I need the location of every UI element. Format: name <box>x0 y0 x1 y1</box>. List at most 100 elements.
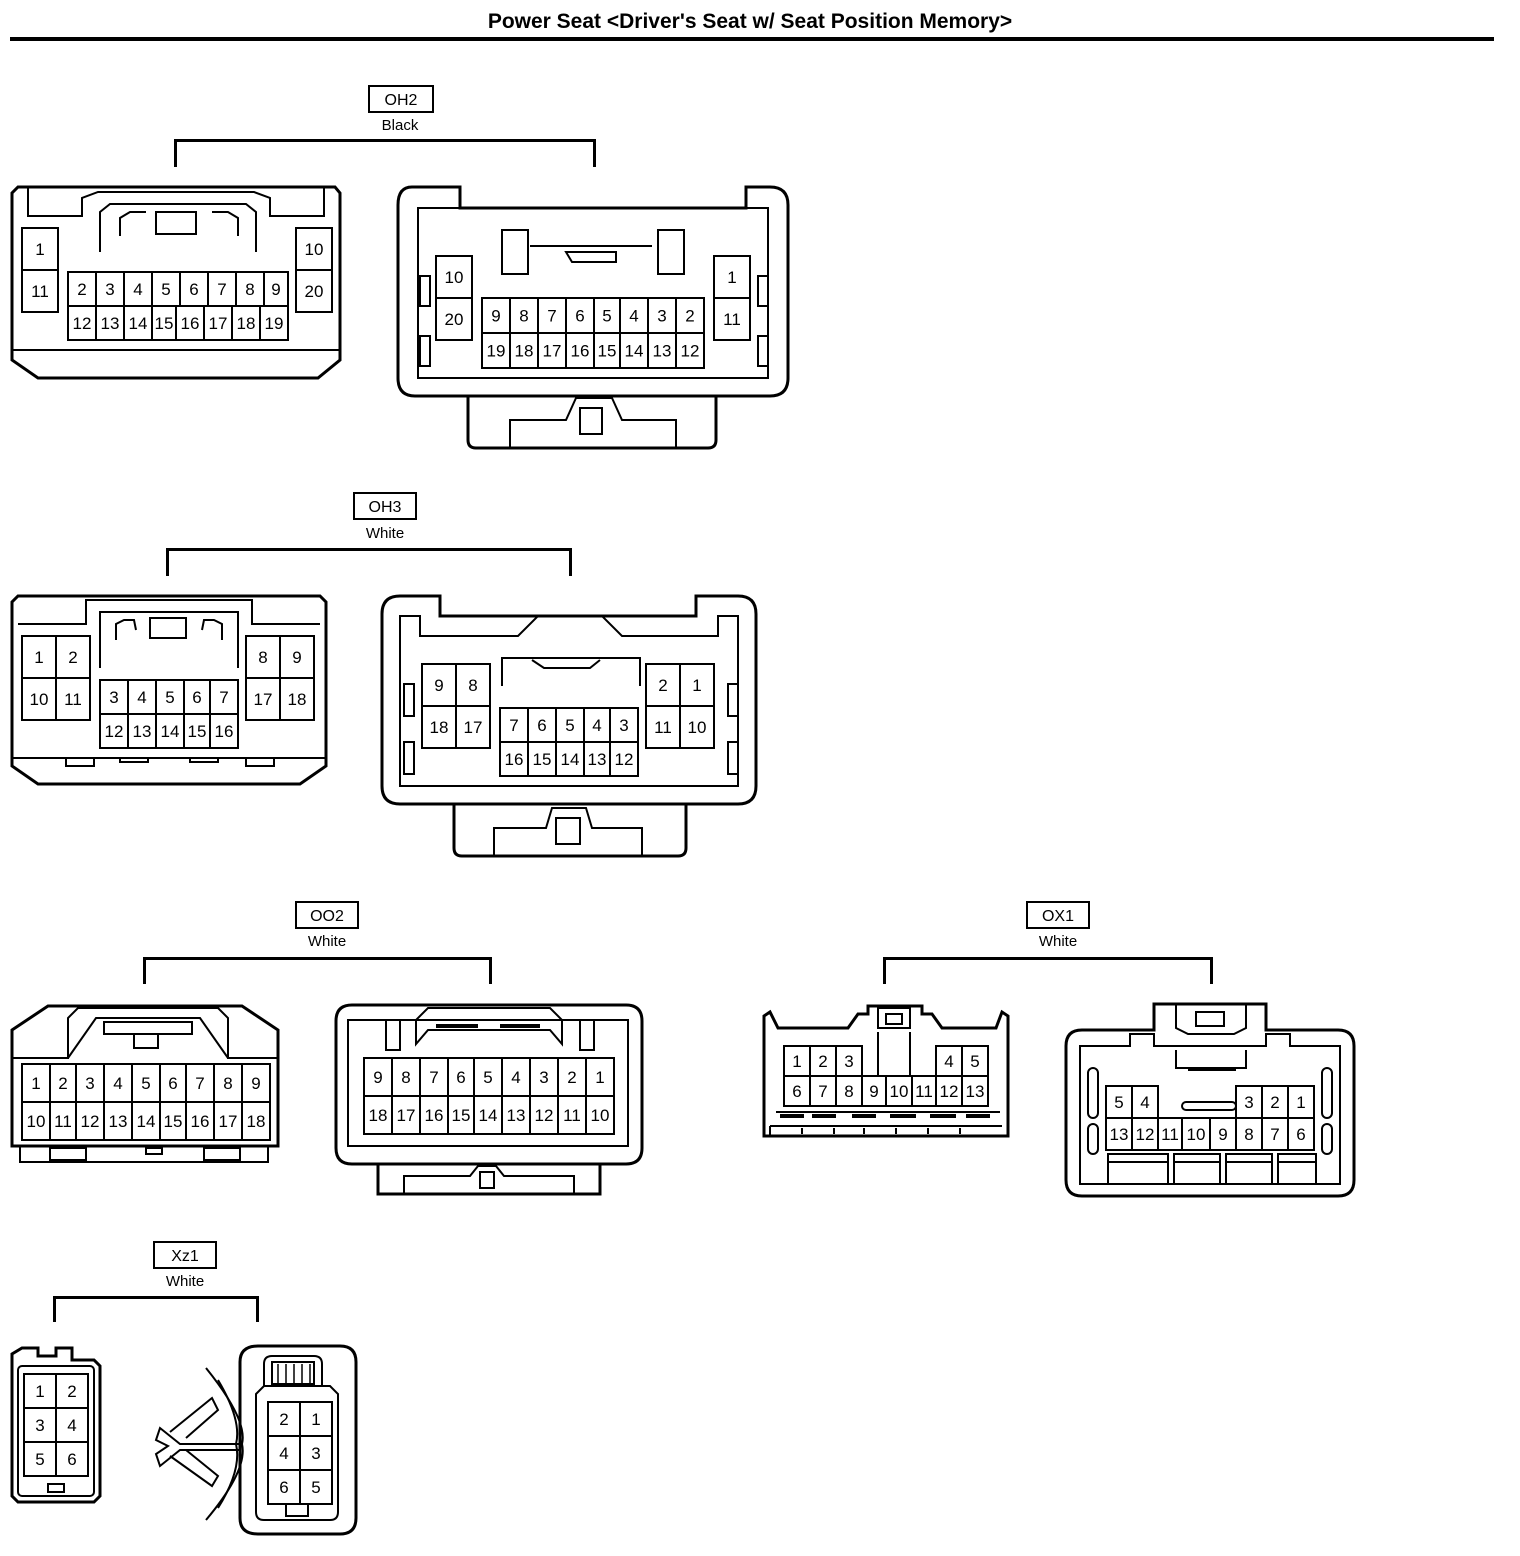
bracket-oo2 <box>143 957 492 984</box>
pin-number: 16 <box>191 1112 210 1131</box>
pin-number: 6 <box>189 280 198 299</box>
pin-number: 3 <box>539 1068 548 1087</box>
pin-cavity <box>529 1057 559 1097</box>
pin-cavity <box>1131 1117 1159 1151</box>
pin-cavity <box>55 1441 89 1477</box>
pin-number: 15 <box>188 722 207 741</box>
pin-number: 4 <box>944 1052 953 1071</box>
pin-number: 15 <box>598 342 617 361</box>
pin-cavity <box>241 1063 271 1103</box>
pin-number: 10 <box>890 1082 909 1101</box>
pin-number: 17 <box>254 690 273 709</box>
pin-number: 10 <box>30 690 49 709</box>
pin-number: 6 <box>537 716 546 735</box>
pin-number: 1 <box>31 1074 40 1093</box>
pin-cavity <box>1261 1085 1289 1119</box>
pin-number: 15 <box>164 1112 183 1131</box>
pin-cavity <box>299 1469 333 1505</box>
pin-cavity <box>203 305 233 341</box>
pin-number: 9 <box>434 676 443 695</box>
pin-number: 6 <box>168 1074 177 1093</box>
pin-number: 9 <box>292 648 301 667</box>
pin-cavity <box>509 332 539 369</box>
pin-number: 7 <box>547 307 556 326</box>
pin-cavity <box>419 1095 449 1135</box>
pin-number: 3 <box>109 688 118 707</box>
pin-cavity <box>391 1057 421 1097</box>
connector-color-oh3: White <box>365 525 405 542</box>
pin-cavity <box>259 305 289 341</box>
pin-cavity <box>23 1441 57 1477</box>
pin-number: 1 <box>692 676 701 695</box>
pin-cavity <box>421 705 457 749</box>
pin-number: 2 <box>1270 1093 1279 1112</box>
oo2-male-connector <box>334 1003 644 1196</box>
pin-number: 5 <box>565 716 574 735</box>
connector-tag-oh2: OH2 <box>368 85 434 113</box>
page-title: Power Seat <Driver's Seat w/ Seat Positi… <box>487 10 1013 33</box>
connector-tag-oh3: OH3 <box>353 492 417 520</box>
pin-number: 6 <box>792 1082 801 1101</box>
pin-number: 14 <box>161 722 180 741</box>
pin-number: 10 <box>1187 1125 1206 1144</box>
pin-number: 5 <box>35 1450 44 1469</box>
pin-cavity <box>455 663 491 707</box>
pin-number: 17 <box>543 342 562 361</box>
pin-number: 17 <box>464 718 483 737</box>
pin-cavity <box>435 255 473 299</box>
pin-cavity <box>583 741 611 777</box>
pin-cavity <box>159 1063 187 1103</box>
connector-tag-ox1: OX1 <box>1026 901 1090 929</box>
pin-number: 10 <box>445 268 464 287</box>
pin-cavity <box>645 705 681 749</box>
pin-number: 17 <box>397 1106 416 1125</box>
pin-number: 7 <box>429 1068 438 1087</box>
pin-cavity <box>961 1045 989 1077</box>
pin-cavity <box>1235 1117 1263 1151</box>
pin-number: 12 <box>105 722 124 741</box>
pin-number: 11 <box>31 282 49 301</box>
pin-number: 19 <box>487 342 506 361</box>
pin-cavity <box>295 227 333 271</box>
pin-number: 1 <box>35 1382 44 1401</box>
bracket-oh2 <box>174 139 596 167</box>
pin-cavity <box>21 269 59 313</box>
pin-cavity <box>127 713 157 749</box>
pin-cavity <box>619 297 649 334</box>
ox1-female-connector <box>762 1004 1010 1138</box>
pin-cavity <box>593 297 621 334</box>
pin-cavity <box>713 255 751 299</box>
pin-cavity <box>67 271 97 307</box>
pin-cavity <box>585 1095 615 1135</box>
bracket-xz1 <box>53 1296 259 1322</box>
pin-cavity <box>537 332 567 369</box>
pin-number: 7 <box>217 280 226 299</box>
pin-number: 4 <box>133 280 142 299</box>
pin-number: 13 <box>133 722 152 741</box>
pin-number: 1 <box>727 268 736 287</box>
pin-number: 18 <box>430 718 449 737</box>
pin-number: 8 <box>401 1068 410 1087</box>
pin-number: 4 <box>511 1068 520 1087</box>
pin-number: 1 <box>311 1410 320 1429</box>
pin-cavity <box>131 1063 161 1103</box>
pin-cavity <box>213 1101 243 1141</box>
pin-number: 7 <box>195 1074 204 1093</box>
bracket-oh3 <box>166 548 572 576</box>
pin-cavity <box>75 1063 105 1103</box>
pin-cavity <box>557 1095 587 1135</box>
pin-number: 7 <box>509 716 518 735</box>
pin-number: 12 <box>940 1082 959 1101</box>
pin-number: 5 <box>970 1052 979 1071</box>
pin-number: 2 <box>67 1382 76 1401</box>
pin-number: 5 <box>483 1068 492 1087</box>
pin-number: 5 <box>141 1074 150 1093</box>
connector-color-ox1: White <box>1038 933 1078 950</box>
pin-number: 12 <box>1136 1125 1155 1144</box>
